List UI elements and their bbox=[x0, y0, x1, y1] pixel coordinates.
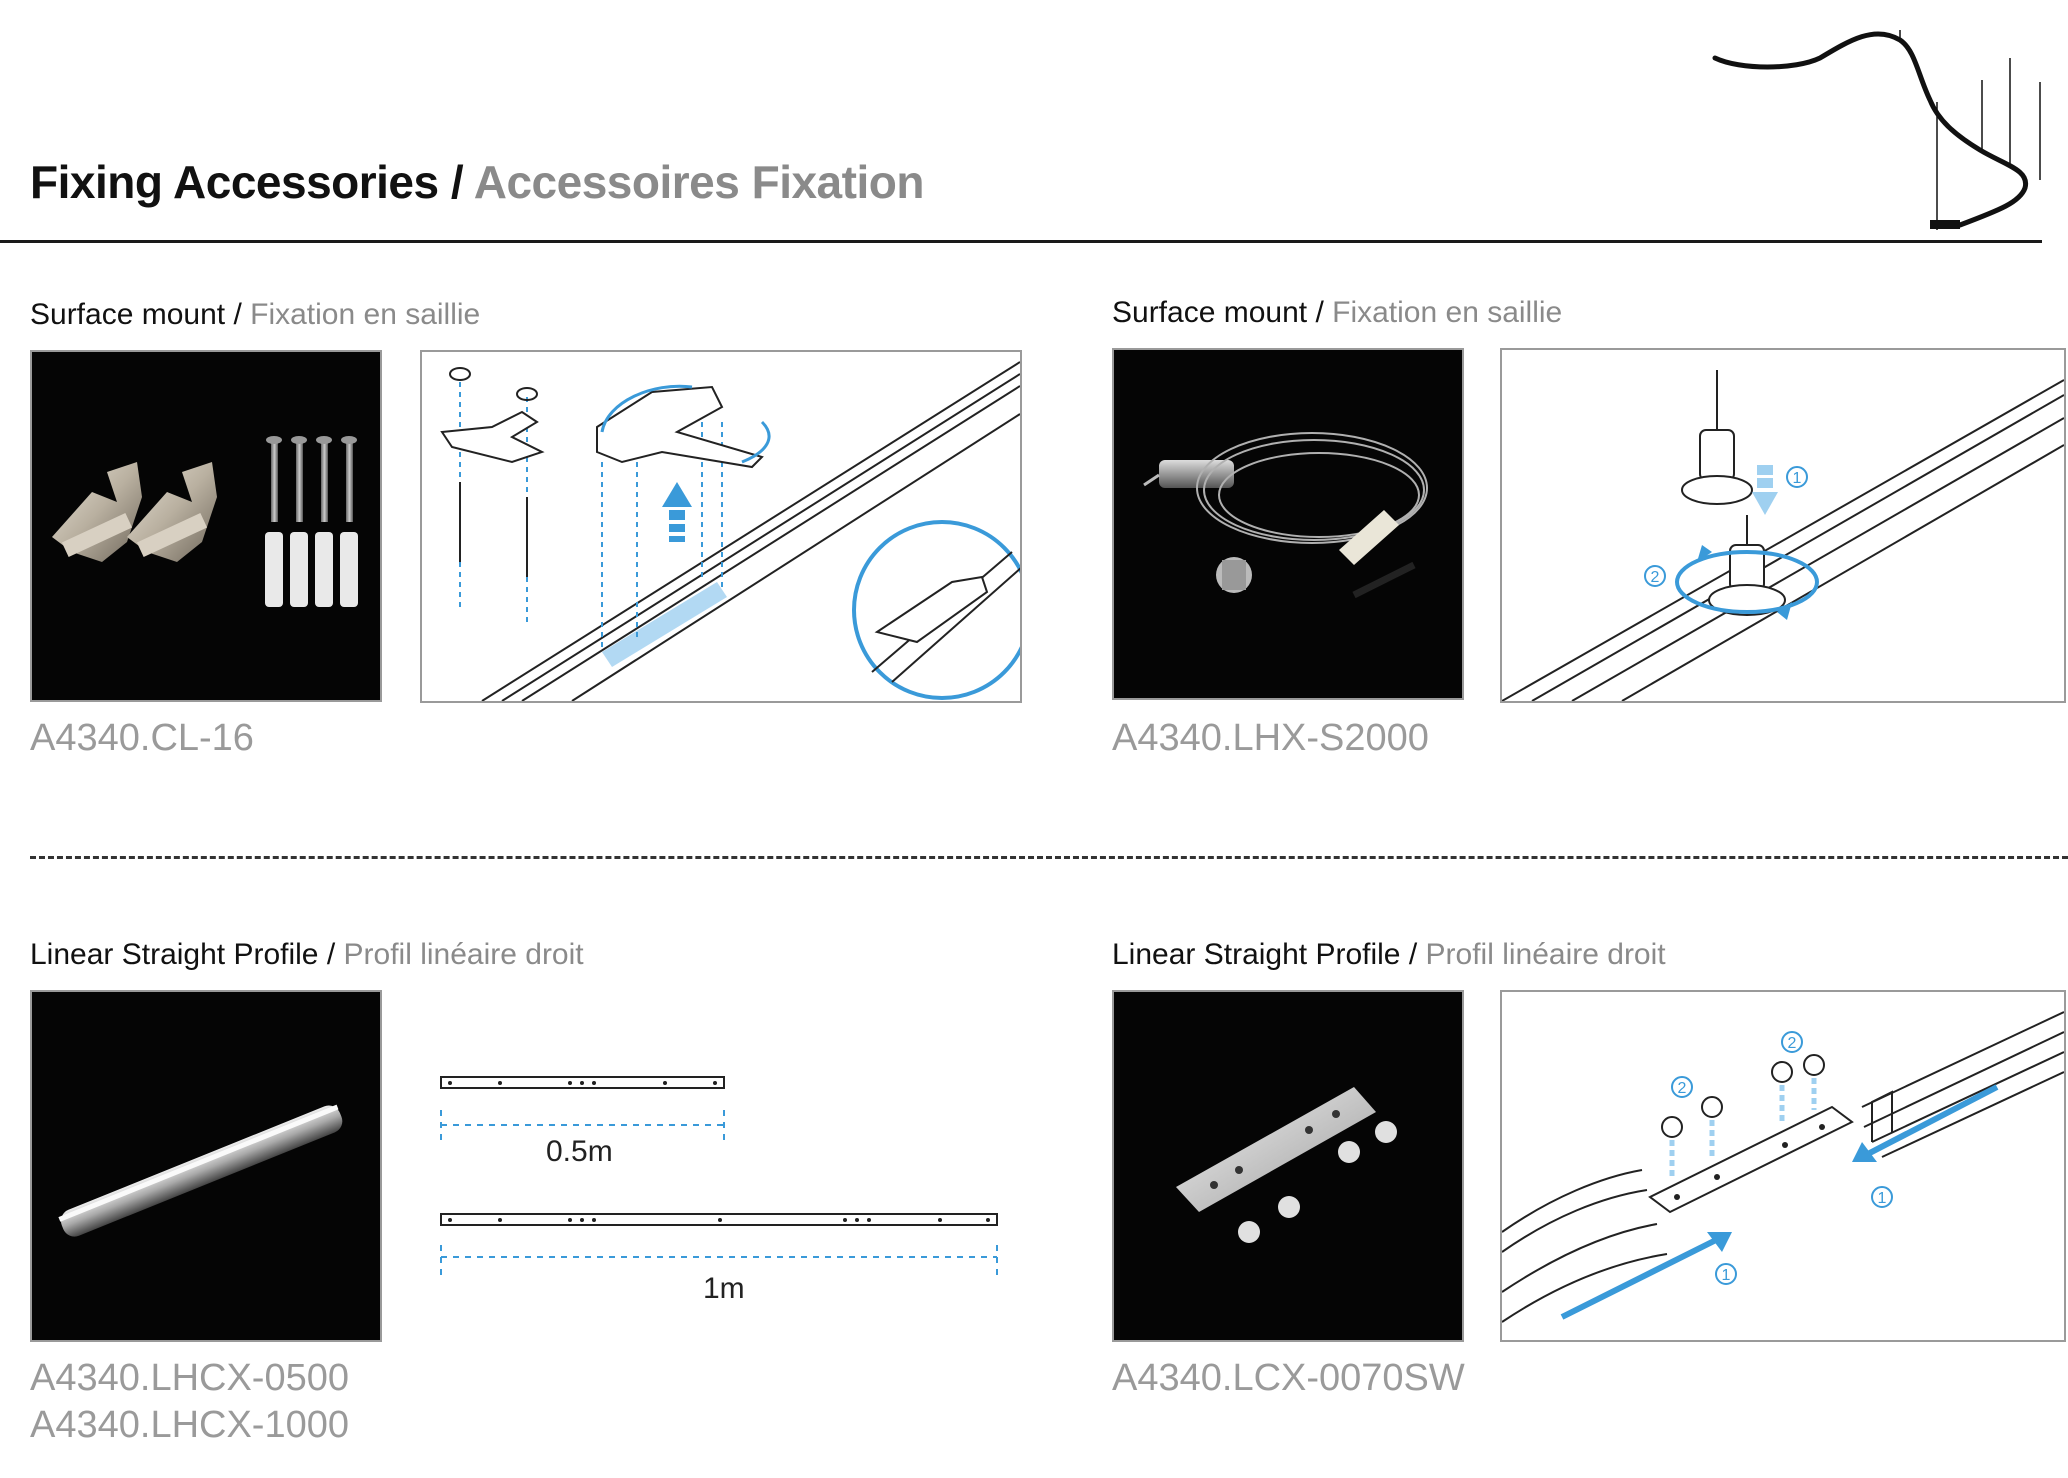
step-number: 2 bbox=[1651, 569, 1660, 586]
length-label-long: 1m bbox=[703, 1272, 745, 1305]
product-code: A4340.LHCX-0500 bbox=[30, 1357, 349, 1399]
section-title-linear-profile-1: Linear Straight Profile / Profil linéair… bbox=[30, 938, 584, 972]
section-title-separator: / bbox=[225, 298, 251, 331]
page-title: Fixing Accessories / Accessoires Fixatio… bbox=[30, 155, 924, 209]
section-title-surface-mount-2: Surface mount / Fixation en saillie bbox=[1112, 296, 1562, 330]
product-codes-4: A4340.LCX-0070SW bbox=[1112, 1355, 1465, 1402]
section-title-separator: / bbox=[318, 938, 344, 971]
dimension-line-short bbox=[440, 1110, 725, 1140]
installation-diagram-clip bbox=[420, 350, 1022, 703]
section-title-french: Fixation en saillie bbox=[1332, 296, 1563, 329]
step-number: 1 bbox=[1722, 1267, 1731, 1284]
wall-plugs bbox=[265, 532, 358, 607]
section-title-english: Surface mount bbox=[30, 298, 226, 331]
product-codes-2: A4340.LHX-S2000 bbox=[1112, 715, 1429, 762]
section-title-english: Linear Straight Profile bbox=[30, 938, 319, 971]
installation-diagram-suspension: 1 2 bbox=[1500, 348, 2066, 703]
clip-1 bbox=[52, 462, 142, 562]
product-code: A4340.CL-16 bbox=[30, 717, 254, 759]
page-title-english: Fixing Accessories bbox=[30, 156, 439, 208]
length-label-short: 0.5m bbox=[546, 1135, 613, 1168]
product-codes-1: A4340.CL-16 bbox=[30, 715, 254, 762]
step-number: 1 bbox=[1878, 1190, 1887, 1207]
page-title-separator: / bbox=[438, 156, 474, 208]
section-title-french: Profil linéaire droit bbox=[343, 938, 584, 971]
dimension-line-long bbox=[440, 1245, 998, 1275]
profile-length-short bbox=[440, 1075, 725, 1091]
section-title-separator: / bbox=[1307, 296, 1333, 329]
header-rule bbox=[0, 240, 2042, 243]
product-photo-clips-screws bbox=[30, 350, 382, 702]
step-number: 1 bbox=[1793, 470, 1802, 487]
section-divider bbox=[30, 856, 2068, 859]
screws bbox=[266, 436, 357, 522]
product-photo-straight-profile bbox=[30, 990, 382, 1342]
section-title-surface-mount-1: Surface mount / Fixation en saillie bbox=[30, 298, 480, 332]
profile-length-long bbox=[440, 1212, 998, 1228]
product-photo-connector-plate bbox=[1112, 990, 1464, 1342]
product-code: A4340.LCX-0070SW bbox=[1112, 1357, 1465, 1399]
product-codes-3: A4340.LHCX-0500 A4340.LHCX-1000 bbox=[30, 1355, 349, 1449]
step-number: 2 bbox=[1788, 1035, 1797, 1052]
page-title-french: Accessoires Fixation bbox=[473, 156, 925, 208]
section-title-english: Linear Straight Profile bbox=[1112, 938, 1401, 971]
clip-2 bbox=[127, 462, 217, 562]
section-title-english: Surface mount bbox=[1112, 296, 1308, 329]
section-title-french: Fixation en saillie bbox=[250, 298, 481, 331]
product-photo-suspension-kit bbox=[1112, 348, 1464, 700]
installation-diagram-connector: 2 2 1 1 bbox=[1500, 990, 2066, 1342]
section-title-french: Profil linéaire droit bbox=[1425, 938, 1666, 971]
step-number: 2 bbox=[1678, 1080, 1687, 1097]
pendant-light-illustration bbox=[1700, 20, 2060, 245]
product-code: A4340.LHCX-1000 bbox=[30, 1404, 349, 1446]
section-title-separator: / bbox=[1400, 938, 1426, 971]
product-code: A4340.LHX-S2000 bbox=[1112, 717, 1429, 759]
clip-drawing bbox=[440, 385, 764, 469]
section-title-linear-profile-2: Linear Straight Profile / Profil linéair… bbox=[1112, 938, 1666, 972]
